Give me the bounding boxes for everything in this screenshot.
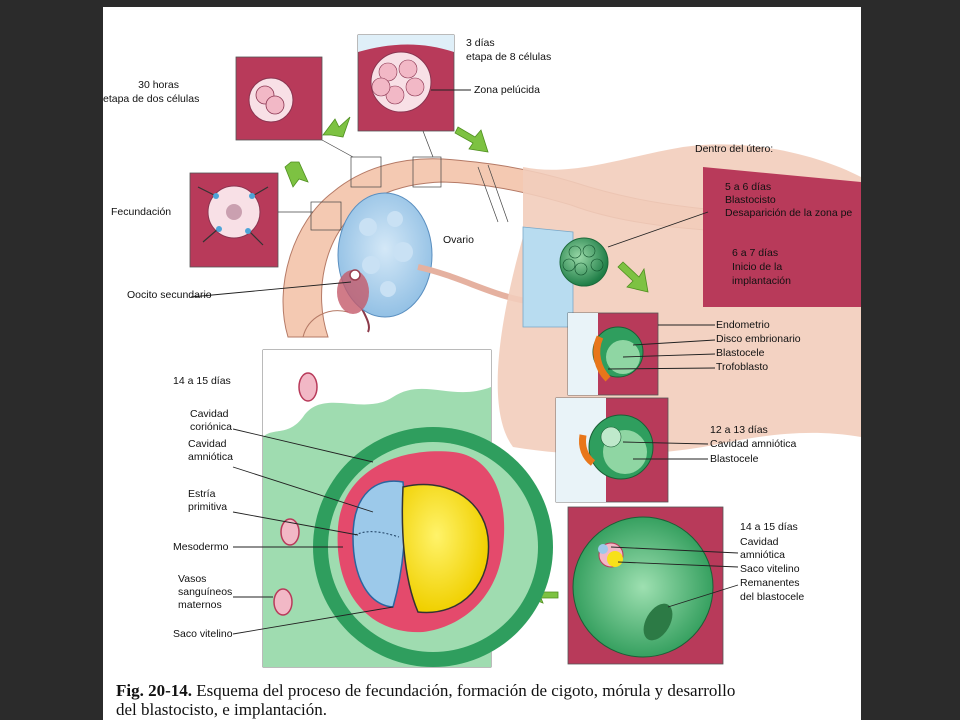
inset-connectors: [278, 130, 509, 231]
label-two-cell: etapa de dos células: [103, 93, 199, 105]
label-estria: Estría: [188, 488, 216, 500]
caption-line-2: del blastocisto, e implantación.: [116, 700, 327, 719]
labels: 30 horas etapa de dos células 3 días eta…: [103, 37, 852, 640]
label-implantacion: implantación: [732, 275, 791, 287]
label-cavidad-2: Cavidad: [740, 536, 779, 548]
label-desaparicion: Desaparición de la zona pe: [725, 207, 852, 219]
caption-line-1: Fig. 20-14. Esquema del proceso de fecun…: [116, 681, 735, 700]
label-saco-vit-2: Saco vitelino: [740, 563, 800, 575]
label-d6-7: 6 a 7 días: [732, 247, 778, 259]
label-trofoblasto: Trofoblasto: [716, 361, 768, 373]
fimbriae: [337, 269, 369, 314]
label-vasos: Vasos: [178, 573, 206, 585]
label-inicio: Inicio de la: [732, 261, 782, 273]
label-30h: 30 horas: [138, 79, 179, 91]
label-d14-15-right: 14 a 15 días: [740, 521, 798, 533]
caption-bold: Fig. 20-14.: [116, 681, 192, 700]
day14-15-large-panel: [262, 349, 553, 668]
figure-sheet: 30 horas etapa de dos células 3 días eta…: [103, 7, 861, 720]
label-corionica: coriónica: [190, 421, 232, 433]
label-blastocele-2: Blastocele: [710, 453, 759, 465]
label-cavidad-a: Cavidad: [188, 438, 227, 450]
caption-text-1: Esquema del proceso de fecundación, form…: [192, 681, 735, 700]
label-mesodermo: Mesodermo: [173, 541, 229, 553]
label-amniotica: amniótica: [188, 451, 233, 463]
implantation-6-7-box: [567, 312, 659, 396]
label-disco: Disco embrionario: [716, 333, 801, 345]
label-remanentes: Remanentes: [740, 577, 800, 589]
label-del-blastocele: del blastocele: [740, 591, 804, 603]
label-saco-vitelino: Saco vitelino: [173, 628, 233, 640]
label-d12-13: 12 a 13 días: [710, 424, 768, 436]
label-endometrio: Endometrio: [716, 319, 770, 331]
label-cavidad: Cavidad: [190, 408, 229, 420]
label-primitiva: primitiva: [188, 501, 227, 513]
label-ovario: Ovario: [443, 234, 474, 246]
uterus: [497, 144, 861, 455]
label-dentro: Dentro del útero:: [695, 143, 773, 155]
implantation-12-13-box: [555, 397, 669, 503]
two-cell-inset: [235, 56, 323, 141]
label-oocito: Oocito secundario: [127, 289, 212, 301]
day14-15-small-box: [567, 506, 724, 665]
embryo-development-diagram: 30 horas etapa de dos células 3 días eta…: [103, 34, 861, 719]
label-maternos: maternos: [178, 599, 222, 611]
label-d14-15-left: 14 a 15 días: [173, 375, 231, 387]
label-3d: 3 días: [466, 37, 495, 49]
figure-caption: Fig. 20-14. Esquema del proceso de fecun…: [116, 681, 735, 719]
label-cav-amn-1: Cavidad amniótica: [710, 438, 797, 450]
progress-arrows: [284, 116, 649, 604]
label-amniotica-2: amniótica: [740, 549, 785, 561]
label-sanguineos: sanguíneos: [178, 586, 232, 598]
leader-lines: [190, 89, 739, 635]
label-d5-6: 5 a 6 días: [725, 181, 771, 193]
blastocyst: [559, 237, 609, 287]
label-blastocisto: Blastocisto: [725, 194, 776, 206]
eight-cell-inset: [357, 34, 455, 132]
label-eight-cell: etapa de 8 células: [466, 51, 551, 63]
label-blastocele-1: Blastocele: [716, 347, 765, 359]
fertilization-inset: [189, 172, 279, 268]
label-zona: Zona pelúcida: [474, 84, 540, 96]
label-fecundacion: Fecundación: [111, 206, 171, 218]
